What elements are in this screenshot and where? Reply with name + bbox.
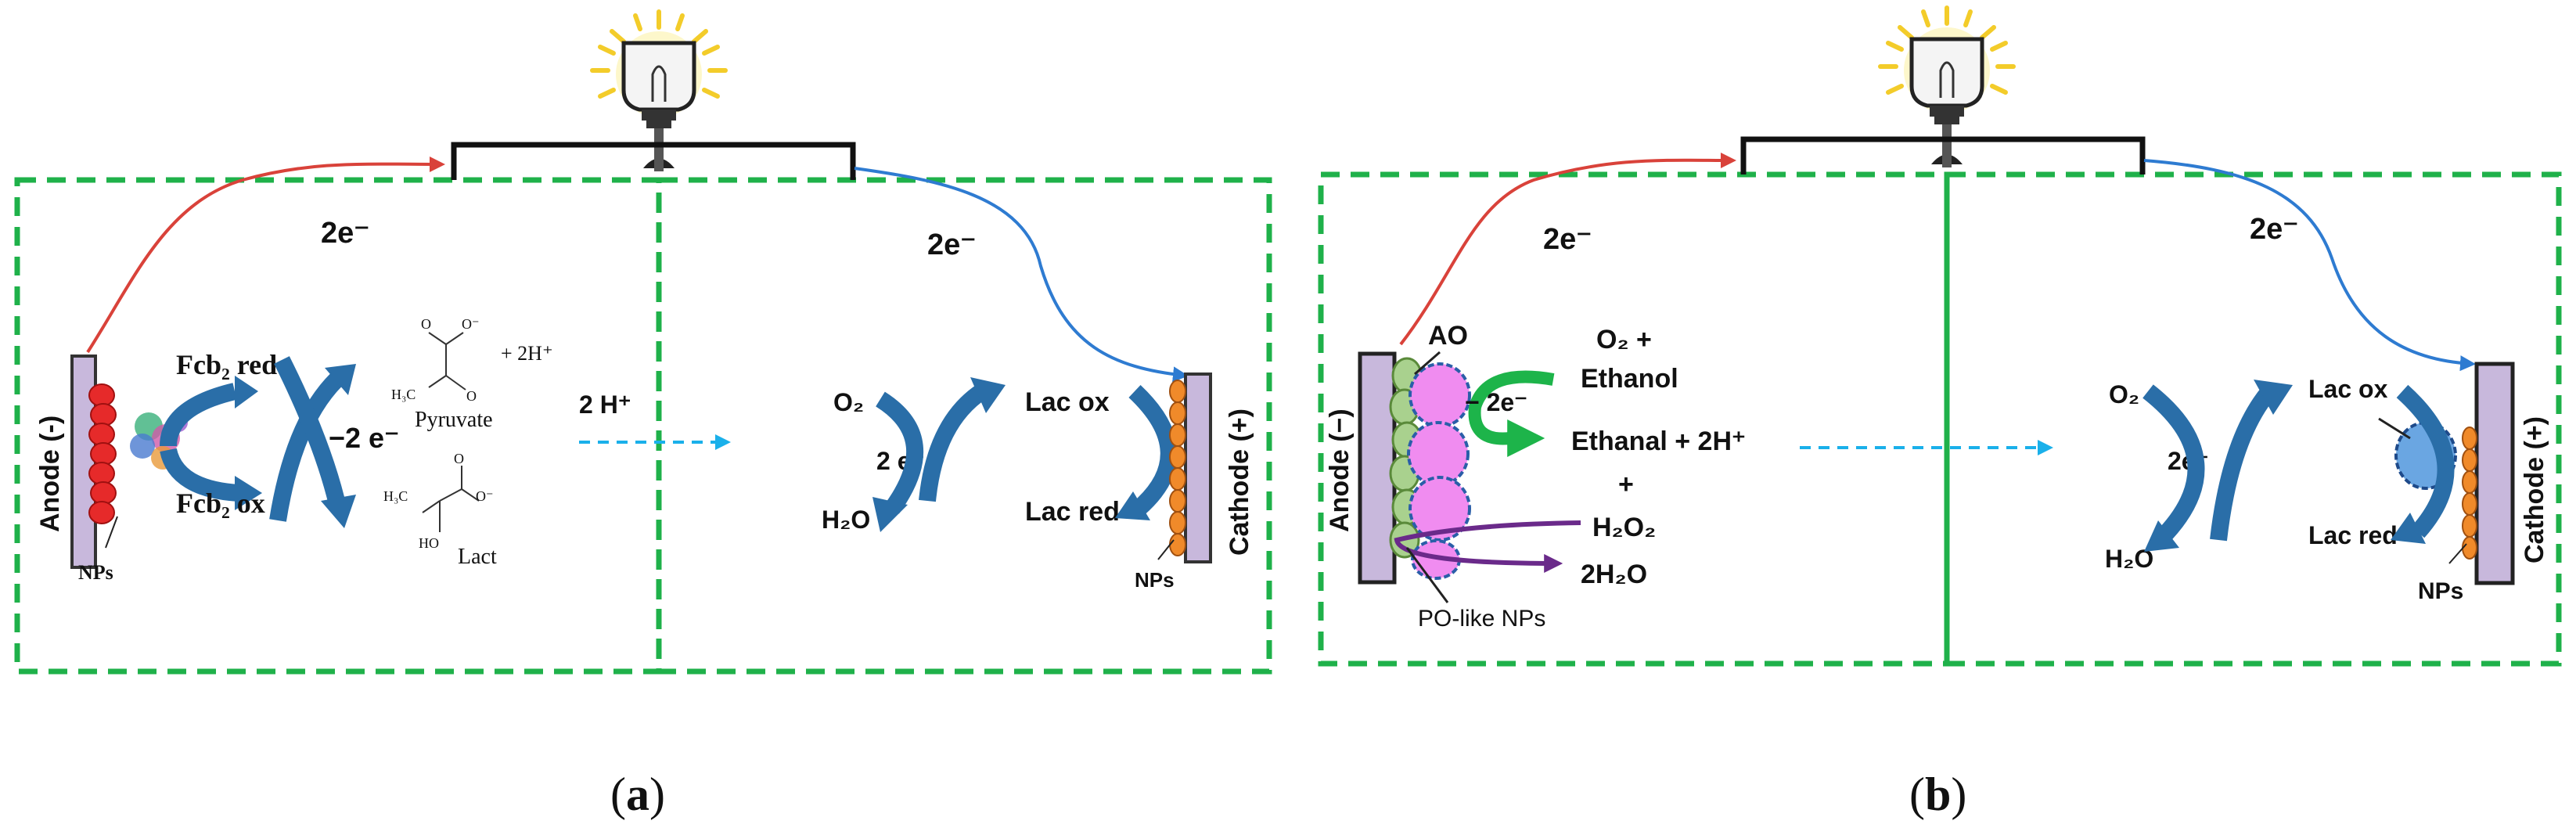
lactate-o-minus: O⁻ (476, 488, 494, 504)
plus-label-b: + (1618, 470, 1634, 499)
lactate-h3c: H₃C (383, 488, 408, 504)
anode-compartment-frame-b (1318, 171, 1950, 667)
pyruvate-h3c: H₃C (391, 387, 416, 402)
lac-cycle-arrow-left-b (2210, 385, 2276, 542)
panel-b: 2e⁻ 2e⁻ Anode (−) AO O₂ + Ethanol − 2e⁻ … (1318, 5, 2562, 820)
lac-ox-label: Lac ox (1025, 387, 1110, 417)
purple-reaction-arrow (1394, 520, 1581, 573)
cathode-nanoparticles (1169, 380, 1186, 556)
anode-electrode-b (1358, 351, 1397, 585)
nps-cathode-label: NPs (1135, 568, 1175, 592)
anode-wire (86, 156, 445, 354)
nps-anode-label: NPs (78, 561, 113, 584)
pyruvate-o-minus: O⁻ (462, 316, 480, 332)
electrons-anode-label-b: 2e⁻ (1543, 223, 1592, 256)
plus-2h-label: + 2H⁺ (501, 342, 553, 365)
cathode-label: Cathode (+) (1225, 409, 1254, 556)
lac-cycle-arrow-right-b (2396, 384, 2455, 538)
anode-wire-b (1399, 152, 1736, 346)
lac-red-label: Lac red (1025, 497, 1120, 527)
o2-plus-label: O₂ + (1596, 325, 1652, 355)
h2o-label: H₂O (822, 506, 870, 534)
cathode-label-b: Cathode (+) (2520, 416, 2549, 563)
lactate-structure (422, 466, 480, 532)
electrons-cathode-label-b: 2e⁻ (2250, 213, 2298, 246)
proton-transfer-label: 2 H⁺ (579, 391, 631, 419)
panel-a-caption: (a) (610, 768, 665, 820)
pyruvate-cycle-arrow-bottom (274, 356, 345, 503)
o2-label: O₂ (833, 388, 864, 416)
pyruvate-structure (428, 332, 466, 391)
green-reaction-arrow (1468, 370, 1555, 457)
lac-cycle-arrow-left (919, 383, 988, 502)
nps-label-b: NPs (2418, 578, 2463, 604)
o2-reduction-arrow-b (2142, 384, 2205, 546)
cathode-wire (854, 167, 1189, 383)
ao-label: AO (1428, 321, 1468, 351)
pyruvate-label: Pyruvate (415, 408, 493, 432)
anode-label-b: Anode (−) (1325, 409, 1355, 532)
lac-red-label-b: Lac red (2308, 521, 2398, 549)
lactate-o: O (454, 451, 464, 466)
pyruvate-cycle-arrow-top (269, 373, 343, 522)
pyruvate-o-top: O (421, 316, 431, 332)
minus-2e-label: −2 e⁻ (329, 422, 399, 454)
fcb2-ox-label: Fcb₂ ox (176, 488, 265, 519)
cathode-wire-b (2143, 159, 2476, 372)
anode-nanoparticles (88, 383, 117, 524)
light-bulb-icon-b (1878, 5, 2016, 167)
panel-b-caption: (b) (1909, 768, 1966, 820)
panel-a: 2e⁻ 2e⁻ Anode (-) NPs Fcb₂ red Fcb₂ ox (14, 9, 1272, 820)
po-like-nps-label: PO-like NPs (1418, 606, 1545, 632)
electrons-cathode-label: 2e⁻ (927, 229, 976, 261)
fcb2-arrow-bottom (160, 448, 239, 502)
two-h2o-label: 2H₂O (1581, 560, 1647, 589)
lac-cycle-arrow-right (1128, 384, 1178, 516)
lac-ox-label-b: Lac ox (2308, 375, 2388, 403)
ethanol-label: Ethanol (1581, 364, 1678, 394)
fcb2-red-label: Fcb₂ red (176, 349, 277, 380)
cathode-electrode (1184, 373, 1212, 563)
ethanal-line-label: Ethanal + 2H⁺ (1571, 426, 1746, 456)
pyruvate-o-bottom: O (466, 388, 477, 404)
fcb2-arrow-top (160, 383, 237, 447)
cathode-compartment-frame-b (1944, 171, 2562, 667)
cathode-electrode-b (2474, 362, 2515, 585)
anode-label: Anode (-) (35, 416, 65, 532)
o2-label-b: O₂ (2109, 380, 2139, 409)
lactate-ho: HO (419, 535, 439, 551)
minus-2e-label-b: − 2e⁻ (1465, 388, 1527, 416)
cathode-nanoparticles-b (2462, 426, 2477, 560)
pink-enzyme-blobs (1407, 362, 1471, 580)
light-bulb-icon (590, 9, 728, 171)
h2o2-label: H₂O₂ (1592, 513, 1656, 542)
cathode-compartment-frame (656, 177, 1272, 675)
o2-reduction-arrow (875, 391, 924, 514)
electrons-anode-label: 2e⁻ (321, 217, 369, 250)
lact-label: Lact (458, 545, 497, 569)
